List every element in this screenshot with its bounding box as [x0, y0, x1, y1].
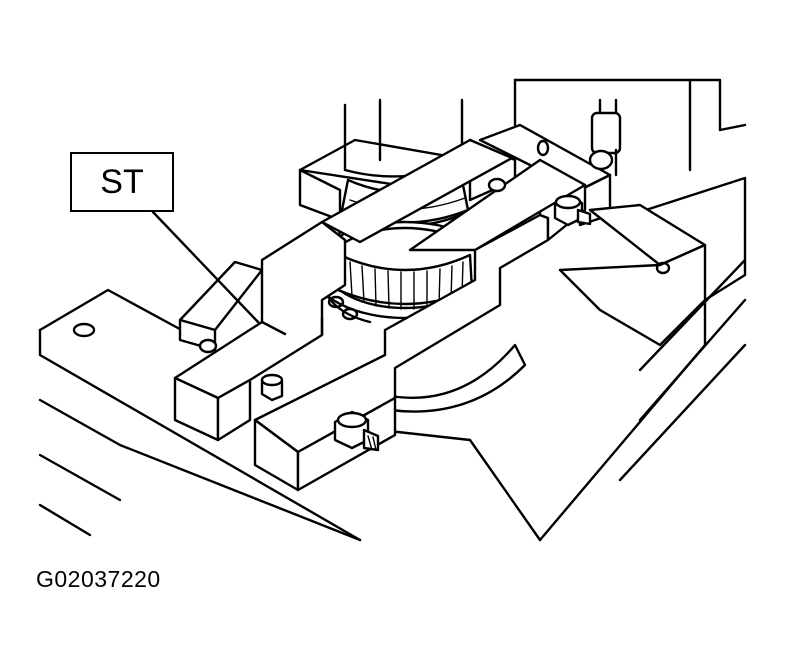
callout-leader-line: [151, 210, 260, 324]
figure-id: G02037220: [36, 566, 161, 592]
tool-bolts: [198, 177, 592, 452]
special-tool-splitter: [173, 138, 587, 492]
press-pin: [588, 98, 622, 177]
special-tool-callout: ST: [70, 152, 174, 212]
press-bed: [38, 78, 747, 542]
